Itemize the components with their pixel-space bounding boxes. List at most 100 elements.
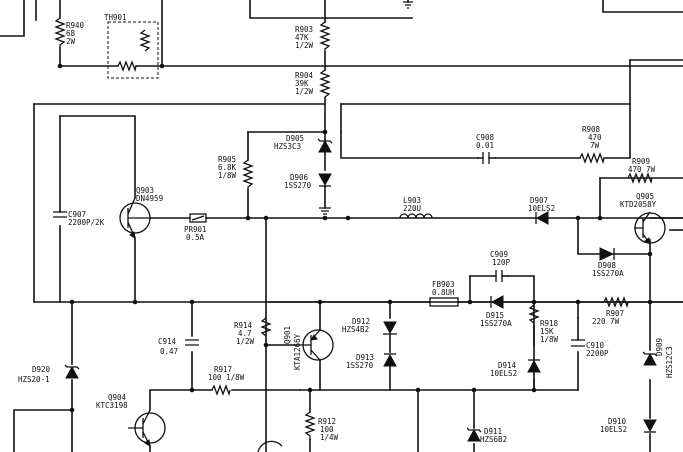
resistor-r940: R940 68 2W — [54, 17, 85, 48]
inductor-l903: L903 220U — [399, 196, 433, 219]
label-r904: R904 — [295, 71, 314, 80]
transistor-q903: Q903 DN4959 — [119, 186, 163, 239]
label-d911: D911 — [484, 427, 502, 436]
label-r914: R914 — [234, 321, 253, 330]
ferrite-bead-fb903: FB903 0.8UH — [429, 280, 459, 307]
label-r909: R909 — [632, 157, 650, 166]
label-l903: L903 — [403, 196, 421, 205]
diode-d913: D913 1SS270 — [346, 353, 397, 370]
diode-d908: D908 1SS270A — [592, 247, 624, 278]
label-d912-part: HZS4B2 — [342, 325, 369, 334]
label-q903: Q903 — [136, 186, 154, 195]
label-q904-part: KTC3198 — [96, 401, 128, 410]
resistor-r907: R907 220 7W — [592, 296, 629, 326]
resistor-r908: R908 470 7W — [579, 125, 605, 165]
resistor-r914: R914 4.7 1/2W — [234, 317, 272, 346]
label-r940-power: 2W — [66, 37, 76, 46]
capacitor-c909: C909 120P — [490, 250, 511, 282]
label-r908-value: 470 — [588, 133, 602, 142]
label-d920-part: HZS20-1 — [18, 375, 50, 384]
zener-diode-d912: D912 HZS4B2 — [342, 317, 397, 335]
label-r905-value: 6.8K — [218, 163, 237, 172]
resistor-r905: R905 6.8K 1/8W — [218, 155, 254, 190]
label-d908-part: 1SS270A — [592, 269, 624, 278]
label-c910-value: 2200P — [586, 349, 609, 358]
label-r912: R912 — [318, 417, 336, 426]
resistor-r912: R912 100 1/4W — [304, 411, 339, 442]
label-d907: D907 — [530, 196, 548, 205]
zener-diode-d905: D905 HZS3C3 — [274, 134, 333, 153]
thermistor-th901: TH901 — [104, 13, 159, 79]
label-r904-power: 1/2W — [295, 87, 314, 96]
label-d913: D913 — [356, 353, 374, 362]
resistor-r918: R918 15K 1/8W — [528, 304, 559, 344]
label-r917: R917 — [214, 365, 232, 374]
label-c909: C909 — [490, 250, 508, 259]
label-r904-value: 39K — [295, 79, 309, 88]
label-d905-part: HZS3C3 — [274, 142, 301, 151]
label-r940: R940 — [66, 21, 85, 30]
label-r918-value: 15K — [540, 327, 554, 336]
label-r912-value: 100 — [320, 425, 334, 434]
label-c907: C907 — [68, 210, 86, 219]
label-r917-value: 100 1/8W — [208, 373, 245, 382]
label-fb903: FB903 — [432, 280, 455, 289]
label-r940-value: 68 — [66, 29, 76, 38]
label-q904: Q904 — [108, 393, 127, 402]
label-d920: D920 — [32, 365, 51, 374]
label-d905: D905 — [286, 134, 304, 143]
label-q901: Q901 — [283, 326, 292, 344]
label-c907-value: 2200P/2K — [68, 218, 105, 227]
ground-icon — [403, 1, 413, 9]
zener-diode-d911: D911 HZS6B2 — [466, 427, 507, 444]
resistor-r903: R903 47K 1/2W — [295, 21, 331, 52]
capacitor-c908: C908 0.01 — [476, 133, 496, 164]
capacitor-c914: C914 0.47 — [158, 337, 199, 356]
zener-diode-d920: D920 HZS20-1 — [18, 364, 80, 384]
label-r905: R905 — [218, 155, 236, 164]
label-th901: TH901 — [104, 13, 127, 22]
label-r914-power: 1/2W — [236, 337, 255, 346]
diode-d907: D907 10ELS2 — [528, 196, 555, 225]
label-c910: C910 — [586, 341, 605, 350]
transistor-partial — [257, 440, 283, 452]
fuse-pr901: PR901 0.5A — [184, 213, 207, 242]
label-r907: R907 — [606, 309, 624, 318]
label-r905-power: 1/8W — [218, 171, 237, 180]
label-r908: R908 — [582, 125, 601, 134]
label-q901-part: KTA1266Y — [293, 333, 302, 370]
label-q903-part: DN4959 — [136, 194, 163, 203]
label-d910: D910 — [608, 417, 627, 426]
diode-d914: D914 10ELS2 — [490, 359, 541, 378]
resistor-r904: R904 39K 1/2W — [295, 69, 331, 98]
zener-diode-d909: D909 HZS12C3 — [642, 338, 674, 378]
label-pr901-value: 0.5A — [186, 233, 205, 242]
label-d909: D909 — [655, 338, 664, 356]
diode-d906: D906 1SS270 — [284, 173, 332, 190]
label-c914-value: 0.47 — [160, 347, 178, 356]
label-c908: C908 — [476, 133, 495, 142]
transistor-q905: Q905 KTD2058Y — [620, 192, 666, 245]
capacitor-c910: C910 2200P — [571, 339, 609, 358]
label-d911-part: HZS6B2 — [480, 435, 507, 444]
label-pr901: PR901 — [184, 225, 207, 234]
label-d909-part: HZS12C3 — [665, 346, 674, 378]
label-d915: D915 — [486, 311, 504, 320]
label-d912: D912 — [352, 317, 370, 326]
label-d908: D908 — [598, 261, 617, 270]
label-r903: R903 — [295, 25, 313, 34]
label-d915-part: 1SS270A — [480, 319, 512, 328]
diode-d910: D910 10ELS2 — [600, 417, 657, 434]
label-q905-part: KTD2058Y — [620, 200, 657, 209]
label-r914-value: 4.7 — [238, 329, 252, 338]
label-d906: D906 — [290, 173, 309, 182]
label-r909-value: 470 7W — [628, 165, 656, 174]
junction-dots — [57, 63, 653, 413]
resistor-r917: R917 100 1/8W — [208, 365, 245, 397]
label-d910-part: 10ELS2 — [600, 425, 627, 434]
label-q905: Q905 — [636, 192, 654, 201]
label-fb903-value: 0.8UH — [432, 288, 455, 297]
transistor-q901: Q901 KTA1266Y — [283, 326, 334, 370]
